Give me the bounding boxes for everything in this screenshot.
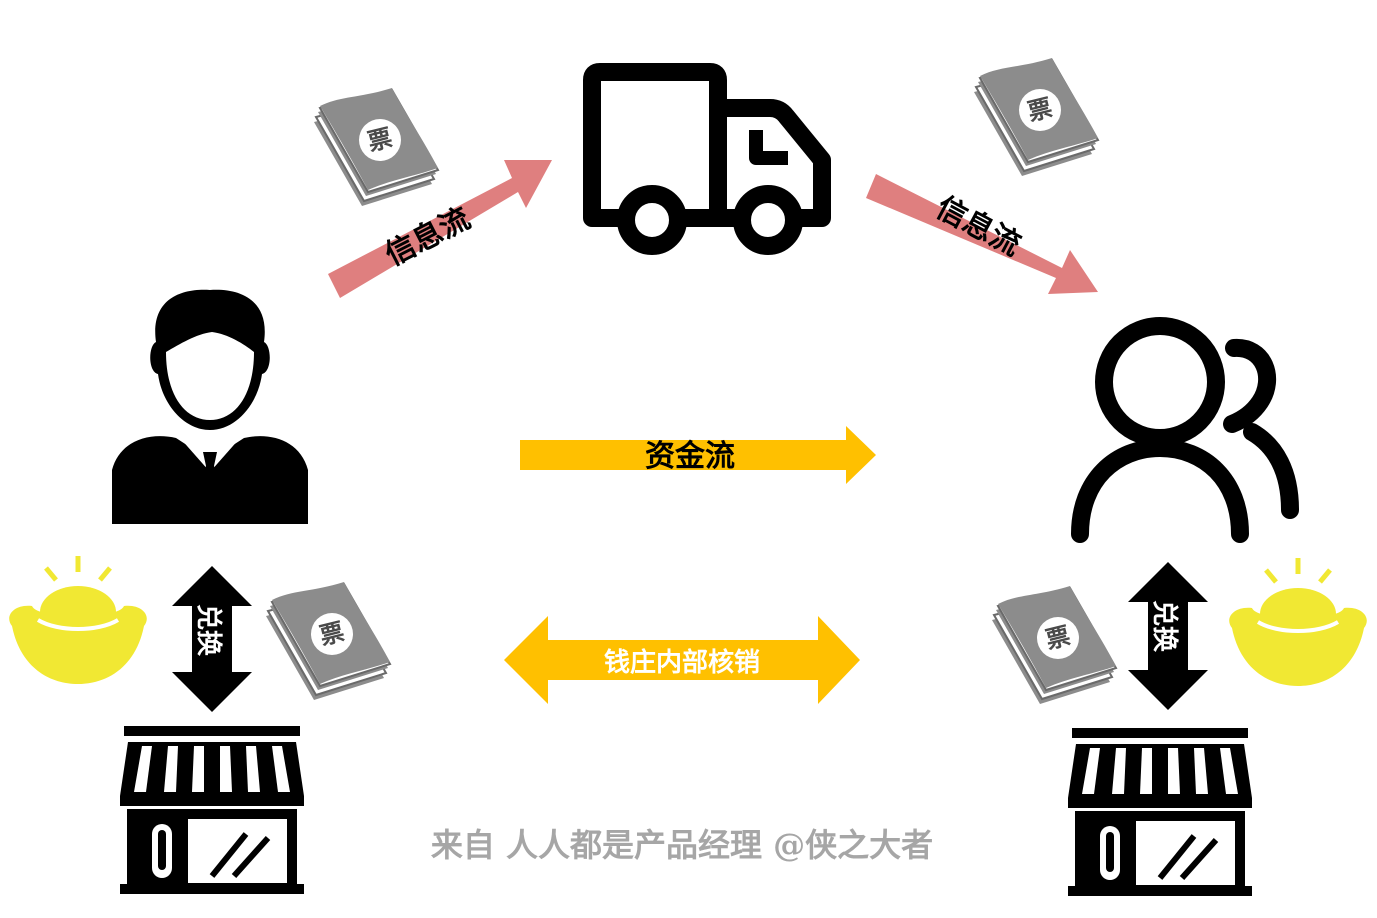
shop-icon [120, 726, 304, 894]
gold-ingot-icon [1229, 558, 1367, 686]
gold-ingot-icon [9, 556, 147, 684]
fund-flow-arrow: 资金流 [520, 426, 876, 484]
watermark-text: 来自 人人都是产品经理 @侠之大者 [431, 826, 933, 864]
user-group-icon [1071, 317, 1299, 543]
truck-icon [583, 63, 831, 255]
bill-stack-icon: 票 [265, 581, 391, 701]
shop-icon [1068, 728, 1252, 896]
exchange-right-label: 兑换 [1149, 600, 1179, 653]
businessman-icon [112, 289, 308, 524]
info-flow-right-label: 信息流 [930, 190, 1026, 263]
internal-settlement-arrow: 钱庄内部核销 [504, 616, 860, 704]
info-flow-left-label: 信息流 [380, 201, 476, 273]
exchange-arrow-right: 兑换 [1128, 562, 1208, 710]
fund-flow-label: 资金流 [645, 439, 735, 474]
exchange-left-label: 兑换 [193, 604, 223, 657]
bill-stack-icon: 票 [973, 57, 1099, 177]
bill-stack-icon: 票 [313, 87, 439, 207]
exchange-arrow-left: 兑换 [172, 566, 252, 712]
info-flow-arrow-right: 信息流 [866, 174, 1098, 294]
internal-settlement-label: 钱庄内部核销 [604, 647, 760, 678]
bill-stack-icon: 票 [991, 585, 1117, 705]
